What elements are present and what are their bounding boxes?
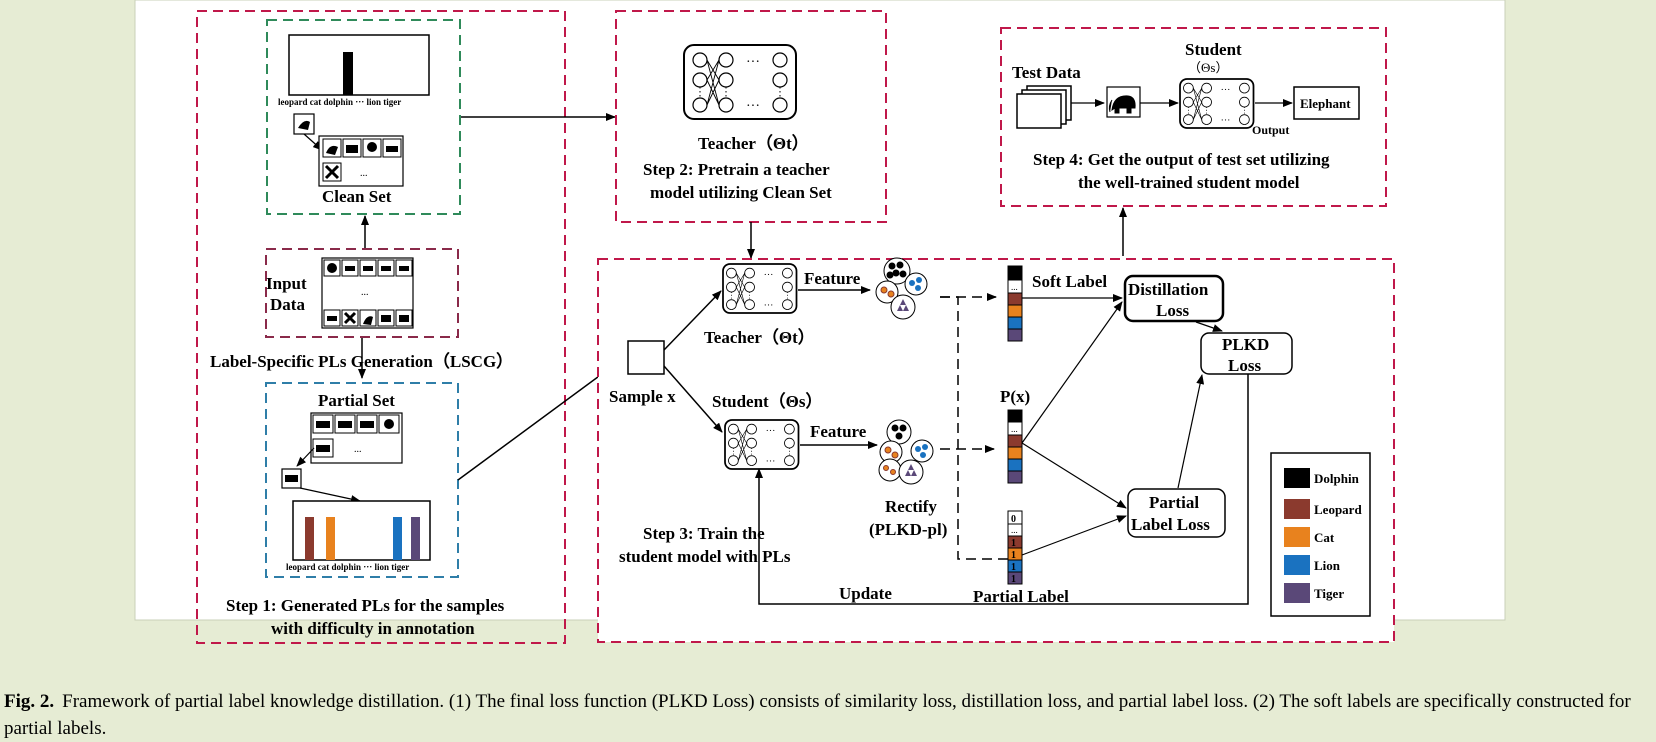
step1-region: leopard cat dolphin ··· lion tiger ... C… [196,10,566,644]
step2-region: Teacher（Θt） Step 2: Pretrain a teacher m… [615,10,887,223]
legend-label: Dolphin [1314,471,1360,486]
legend-label: Tiger [1314,586,1344,601]
plkd-loss-line1: PLKD [1222,335,1269,354]
legend-item-tiger: Tiger [1284,583,1344,603]
partial-grid-ellipsis: ... [354,444,362,455]
elephant-output-label: Elephant [1300,96,1351,111]
step3-region: Sample x Teacher（Θt） Feature Student（Θs）… [597,257,1395,643]
bar-cat [326,517,335,560]
figure-caption: Fig. 2.Framework of partial label knowle… [4,688,1650,742]
soft-label: Soft Label [1032,272,1107,291]
student-feature-clusters [878,419,934,485]
step4-caption-line2: the well-trained student model [1078,173,1300,192]
step3-caption-line1: Step 3: Train the [643,524,765,543]
partial-to-sample-arrow [457,356,626,481]
bar-lion [393,517,402,560]
sample-box [627,340,665,375]
svg-text:1: 1 [1011,562,1016,573]
figure-caption-text: Framework of partial label knowledge dis… [4,691,1631,739]
clean-set-label: Clean Set [322,187,392,206]
step2-caption-line1: Step 2: Pretrain a teacher [643,160,830,179]
svg-text:...: ... [1011,525,1018,535]
feature-label-top: Feature [804,269,861,288]
partial-loss-line2: Label Loss [1131,515,1210,534]
partial-label-loss-box [1127,488,1226,538]
student-network-small [1179,78,1255,129]
test-data-stack [1016,85,1072,129]
legend-swatch [1284,468,1310,488]
step3-caption-line2: student model with PLs [619,547,791,566]
svg-text:1: 1 [1011,550,1016,561]
sample-label: Sample x [609,387,676,406]
teacher-feature-clusters [875,257,928,320]
plkd-loss-box [1200,332,1293,375]
legend-swatch [1284,499,1310,519]
svg-text:...: ... [1011,282,1018,292]
clean-histogram-labels: leopard cat dolphin ··· lion tiger [278,97,401,107]
clean-histogram [288,34,430,96]
elephant-icon [1108,95,1136,114]
partial-histogram-labels: leopard cat dolphin ··· lion tiger [286,562,409,572]
elephant-output-box [1293,86,1360,120]
partial-histogram [292,500,431,561]
soft-label-vector: ... [1007,265,1023,342]
step4-caption-line1: Step 4: Get the output of test set utili… [1033,150,1330,169]
step1-caption-line2: with difficulty in annotation [271,619,475,638]
rectify-line2: (PLKD-pl) [869,520,947,539]
dolphin-bar [343,52,353,95]
step3-student-label: Student（Θs） [712,391,823,411]
svg-text:...: ... [1011,424,1018,434]
input-data-line2: Data [270,295,305,314]
feature-label-bottom: Feature [810,422,867,441]
clean-set-box [266,19,461,215]
step4-student-theta: （Θs） [1188,60,1228,75]
test-data-label: Test Data [1012,63,1081,82]
plkd-loss-line2: Loss [1228,356,1261,375]
legend-item-lion: Lion [1284,555,1341,575]
step2-caption-line2: model utilizing Clean Set [650,183,832,202]
legend-swatch [1284,583,1310,603]
partial-label: Partial Label [973,587,1069,606]
clean-grid-ellipsis: ... [360,168,368,179]
distillation-loss-box [1123,274,1225,323]
svg-text:1: 1 [1011,538,1016,549]
student-network [724,419,800,470]
partial-set-label: Partial Set [318,391,395,410]
legend-label: Leopard [1314,502,1362,517]
px-vector: ... [1007,409,1023,484]
rectify-line1: Rectify [885,497,937,516]
legend-label: Cat [1314,530,1335,545]
lscg-label: Label-Specific PLs Generation（LSCG） [210,351,513,371]
legend-swatch [1284,555,1310,575]
bar-leopard [305,517,314,560]
figure-number: Fig. 2. [4,691,55,712]
partial-loss-line1: Partial [1149,493,1199,512]
input-data-box [265,248,459,338]
legend-item-leopard: Leopard [1284,499,1362,519]
partial-label-vector: 0 ... 1 1 1 1 [1007,510,1023,585]
step3-teacher-label: Teacher（Θt） [704,327,815,347]
output-label: Output [1252,123,1289,137]
update-label: Update [839,584,892,603]
step2-teacher-label: Teacher（Θt） [698,133,809,153]
svg-text:0: 0 [1011,514,1016,525]
svg-text:1: 1 [1011,574,1016,585]
input-data-line1: Input [266,274,307,293]
px-label: P(x) [1000,387,1030,406]
distillation-loss-line2: Loss [1156,301,1189,320]
step4-student-label: Student [1185,40,1242,59]
teacher-network [722,263,798,314]
step4-region: Test Data Student （Θs） Output Elephant S… [1000,27,1387,207]
teacher-network-large [683,44,797,120]
legend-item-dolphin: Dolphin [1284,468,1360,488]
bar-tiger [411,517,420,560]
distillation-loss-line1: Distillation [1128,280,1209,299]
legend-swatch [1284,527,1310,547]
legend-label: Lion [1314,558,1341,573]
input-grid-ellipsis: ... [361,287,369,298]
legend-item-cat: Cat [1284,527,1335,547]
step1-caption-line1: Step 1: Generated PLs for the samples [226,596,505,615]
